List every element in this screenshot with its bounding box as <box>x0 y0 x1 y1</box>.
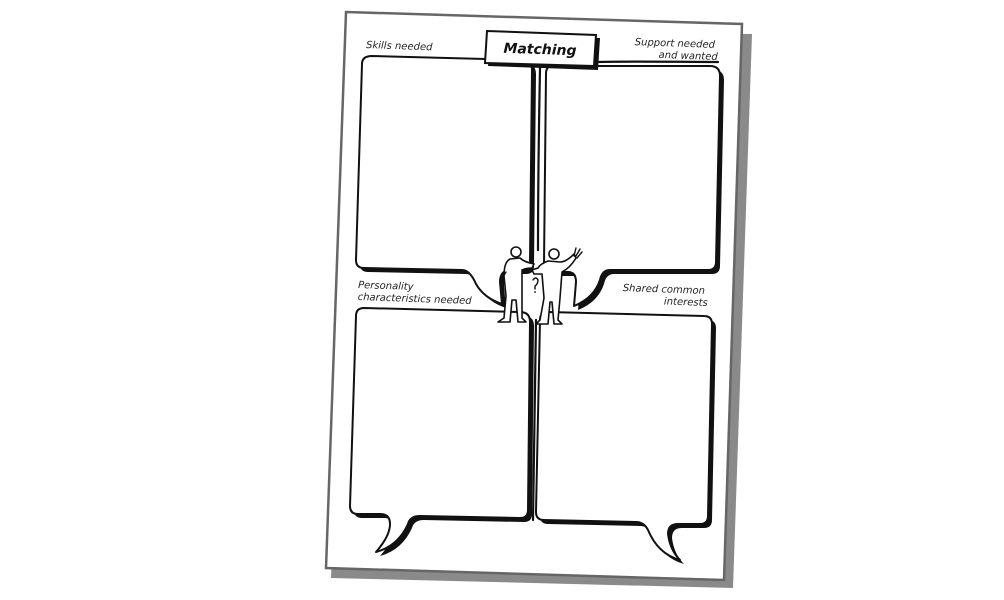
label-skills-needed: Skills needed <box>366 40 433 53</box>
center-divider-upper <box>536 66 542 252</box>
bubble-bottom-left[interactable] <box>349 307 534 556</box>
bubble-top-right[interactable] <box>543 65 724 310</box>
label-shared-interests: Shared common interests <box>622 283 708 309</box>
bubble-top-left[interactable] <box>355 55 536 308</box>
center-divider-lower <box>531 318 538 522</box>
two-people-handshake-icon <box>497 246 583 325</box>
title-box: Matching <box>483 29 600 70</box>
label-support-needed: Support needed and wanted <box>634 37 719 63</box>
bubble-bottom-right[interactable] <box>535 311 716 564</box>
label-personality-characteristics: Personality characteristics needed <box>357 280 472 307</box>
worksheet-title: Matching <box>503 41 577 60</box>
